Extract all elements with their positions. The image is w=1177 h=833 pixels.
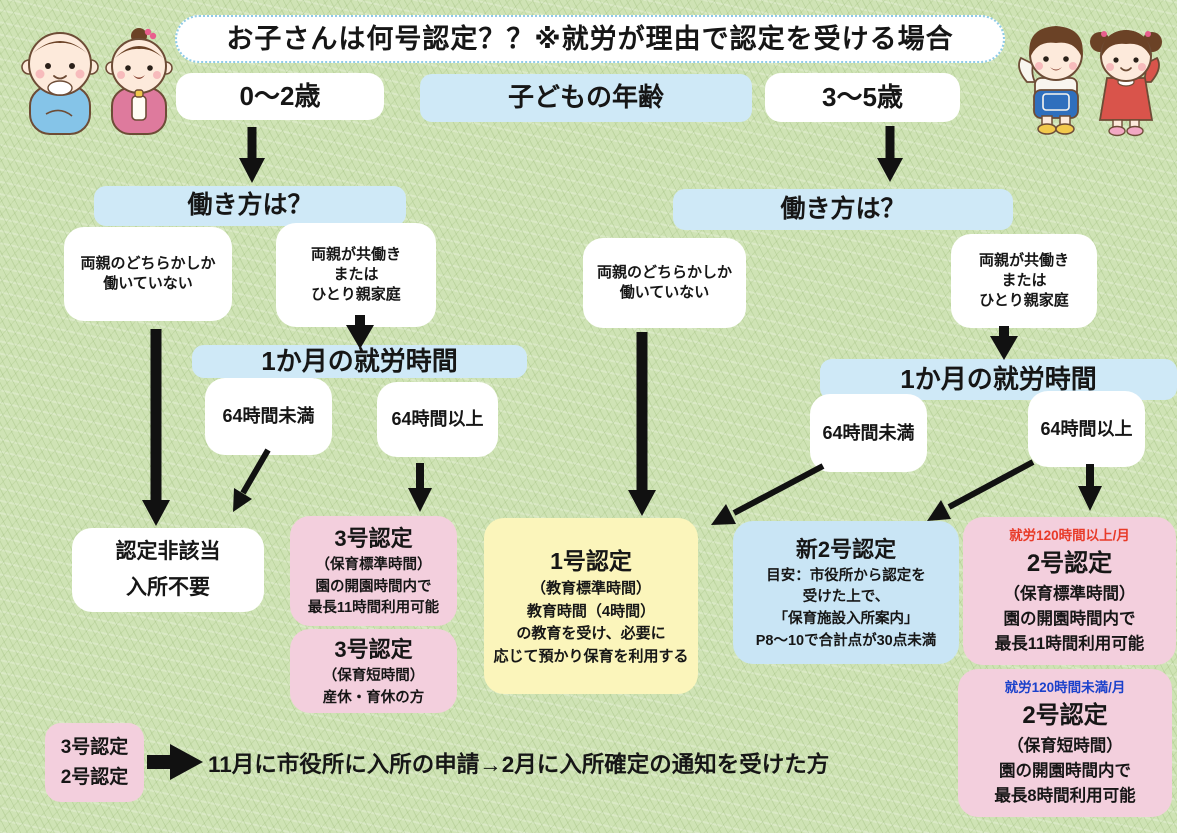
line: 受けた上で、 [802,589,890,606]
age-label-box: 子どもの年齢 [420,74,752,122]
line: 目安：市役所から認定を [766,567,926,584]
line: P8〜10で合計点が30点未満 [755,632,937,649]
not-eligible-box: 認定非該当 入所不要 [72,528,264,612]
age-3-5-box: 3〜5歳 [765,73,960,122]
page-title: お子さんは何号認定？？※就労が理由で認定を受ける場合 [175,15,1005,63]
line: 産休・育休の方 [322,689,425,706]
right-one-parent-box: 両親のどちらかしか 働いていない [583,238,746,328]
line: （保育標準時間） [315,556,432,573]
left-under-64-box: 64時間未満 [205,378,332,455]
certification-title: 3号認定 [334,525,413,551]
line: 3号認定 [60,737,129,759]
hours-tag: 就労120時間以上/月 [1009,527,1130,543]
right-both-parents-box: 両親が共働き または ひとり親家庭 [951,234,1097,328]
line: または [1001,271,1047,289]
line: （保育標準時間） [1003,585,1136,603]
right-under-64-box: 64時間未満 [810,394,927,472]
arrow-right-under64-to-no1 [732,463,825,516]
certification-title: 新2号認定 [795,536,897,562]
line: 両親が共働き [978,251,1069,269]
no3-standard-box: 3号認定 （保育標準時間） 園の開園時間内で 最長11時間利用可能 [290,516,457,626]
arrow-right-over64-to-shin2 [947,459,1035,510]
line: 「保育施設入所案内」 [773,611,919,627]
line: ひとり親家庭 [979,292,1069,310]
footer-certifications-box: 3号認定 2号認定 [45,723,144,802]
hours-tag: 就労120時間未満/月 [1004,679,1126,695]
line: 最長11時間利用可能 [307,600,440,617]
right-work-style-box: 働き方は？ [673,189,1013,230]
arrow-left-under64-to-noteligible [240,448,271,495]
age-0-2-box: 0〜2歳 [176,73,384,120]
line: 働いていない [103,275,193,292]
left-one-parent-box: 両親のどちらかしか 働いていない [64,227,232,321]
line: 園の開園時間内で [315,578,432,595]
right-over-64-box: 64時間以上 [1028,391,1145,467]
certification-title: 2号認定 [1026,550,1113,577]
babies-illustration [21,28,173,135]
no1-box: 1号認定 （教育標準時間） 教育時間（4時間） の教育を受け、必要に 応じて預か… [484,518,698,694]
line: 教育時間（4時間） [526,602,656,620]
line: 2号認定 [60,766,129,788]
line: の教育を受け、必要に [516,625,666,643]
left-over-64-box: 64時間以上 [377,382,498,457]
certification-title: 2号認定 [1022,702,1108,729]
line: 両親のどちらかしか [80,254,216,272]
line: （教育標準時間） [530,580,651,598]
baby-boy-illustration [21,32,99,135]
line: 最長11時間利用可能 [994,634,1145,653]
left-work-style-box: 働き方は？ [94,186,406,226]
line: 両親のどちらかしか [596,263,732,281]
baby-girl-illustration [105,28,173,135]
line: 応じて預かり保育を利用する [493,647,689,665]
line: 入所不要 [126,576,210,599]
line: 園の開園時間内で [999,761,1131,780]
certification-title: 3号認定 [334,636,413,662]
line: ひとり親家庭 [311,286,401,304]
left-monthly-hours-box: 1か月の就労時間 [192,345,527,378]
no2-standard-box: 就労120時間以上/月 2号認定 （保育標準時間） 園の開園時間内で 最長11時… [963,517,1176,665]
line: または [333,265,379,283]
certification-title: 1号認定 [550,547,632,574]
line: 認定非該当 [115,540,221,564]
shin-no2-box: 新2号認定 目安：市役所から認定を 受けた上で、 「保育施設入所案内」 P8〜1… [733,521,959,664]
left-both-parents-box: 両親が共働き または ひとり親家庭 [276,223,436,327]
line: 園の開園時間内で [1003,609,1136,628]
line: （保育短時間） [1007,737,1123,755]
line: 最長8時間利用可能 [994,786,1136,805]
no3-short-box: 3号認定 （保育短時間） 産休・育休の方 [290,629,457,713]
children-illustration [1018,26,1162,137]
line: 両親が共働き [310,245,401,263]
boy-illustration [1018,26,1083,135]
footer-note: 11月に市役所に入所の申請→2月に入所確定の通知を受けた方 [208,752,830,777]
line: （保育短時間） [322,667,425,684]
line: 働いていない [619,284,710,301]
no2-short-box: 就労120時間未満/月 2号認定 （保育短時間） 園の開園時間内で 最長8時間利… [958,669,1172,817]
girl-illustration [1090,30,1162,137]
